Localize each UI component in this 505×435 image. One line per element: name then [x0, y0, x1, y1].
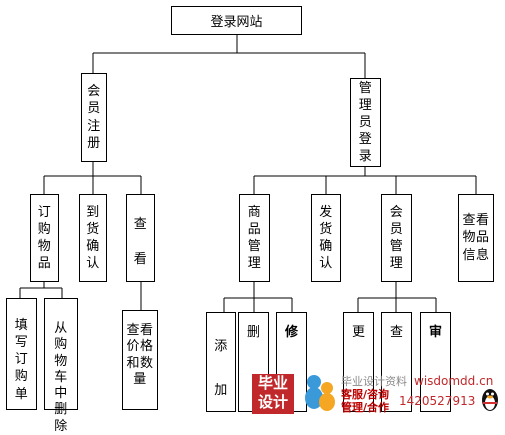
node-view-price-qty-char: 和 — [126, 355, 140, 371]
node-ship-confirm-char: 货 — [319, 221, 333, 237]
node-remove-from-cart-char: 车 — [54, 369, 68, 385]
node-admin-login-char: 理 — [358, 97, 373, 113]
node-delivery-confirm-char: 到 — [86, 204, 100, 220]
node-view-goods-info-char: 品 — [476, 230, 490, 246]
node-remove-from-cart-char: 除 — [54, 418, 68, 434]
node-view-goods-info-char: 信 — [462, 247, 476, 263]
node-add-char: 加 — [214, 383, 228, 399]
node-fill-order-char: 单 — [14, 386, 29, 402]
node-member-manage-char: 管 — [389, 239, 404, 254]
node-remove-from-cart-char: 删 — [54, 402, 68, 418]
node-fill-order: 填 写 订 购 单 — [6, 298, 37, 410]
watermark-text-service: 客服/咨询 — [341, 388, 390, 401]
node-query: 查 — [381, 312, 412, 412]
node-view-price-qty: 查 看 价 格 和 数 量 — [122, 310, 158, 410]
node-admin-login: 管 理 员 登 录 — [350, 78, 381, 167]
node-goods-manage-char: 管 — [247, 239, 262, 254]
node-add-char: 添 — [214, 339, 228, 354]
node-view-goods-info: 查 看 物 品 信 息 — [458, 194, 494, 282]
node-delete-char: 删 — [246, 325, 260, 340]
node-fill-order-char: 订 — [14, 352, 29, 368]
node-member-register-char: 册 — [87, 135, 101, 151]
node-view-char: 查 — [133, 217, 148, 232]
node-ship-confirm-char: 确 — [319, 239, 333, 254]
node-view-char: 看 — [133, 252, 148, 268]
node-root: 登录网站 — [171, 6, 302, 35]
watermark-logo-line: 设计 — [257, 393, 288, 411]
node-order-goods-char: 购 — [37, 221, 52, 237]
node-member-manage: 会 员 管 理 — [381, 194, 412, 282]
watermark-logo-line: 毕业 — [257, 374, 288, 392]
node-admin-login-char: 登 — [358, 132, 373, 148]
node-ship-confirm: 发 货 确 认 — [311, 194, 341, 282]
node-ship-confirm-char: 认 — [319, 256, 333, 272]
node-remove-from-cart-char: 物 — [54, 353, 68, 369]
node-review: 审 — [420, 312, 451, 412]
node-fill-order-char: 购 — [14, 369, 29, 385]
node-view-price-qty-char: 数 — [140, 355, 154, 371]
node-member-manage-char: 员 — [389, 221, 404, 237]
watermark-phone: 1420527913 — [399, 394, 476, 408]
node-remove-from-cart-char: 从 — [54, 321, 68, 336]
node-add: 添 加 — [206, 312, 236, 412]
node-update: 更 — [343, 312, 374, 412]
flowchart: 登录网站 会 员 注 册 管 理 员 登 录 订 购 物 品 到 货 — [6, 6, 498, 434]
node-view-price-qty-char: 量 — [133, 371, 147, 387]
node-view-price-qty-char: 看 — [140, 323, 154, 338]
node-update-char: 更 — [351, 325, 365, 340]
node-goods-manage: 商 品 管 理 — [239, 194, 270, 282]
node-order-goods: 订 购 物 品 — [30, 194, 59, 282]
node-admin-login-char: 员 — [358, 114, 373, 130]
node-root-label: 登录网站 — [172, 7, 301, 34]
node-root-text: 登录网站 — [210, 15, 263, 30]
qq-people-icon — [305, 375, 335, 411]
node-view-goods-info-char: 查 — [462, 213, 476, 229]
node-view: 查 看 — [126, 194, 155, 282]
node-fill-order-char: 填 — [14, 318, 29, 333]
node-ship-confirm-char: 发 — [319, 204, 333, 220]
node-fill-order-char: 写 — [14, 335, 29, 351]
node-member-manage-char: 理 — [389, 256, 404, 272]
node-review-char: 审 — [428, 325, 442, 340]
node-delivery-confirm-char: 货 — [86, 221, 100, 237]
node-member-register-char: 员 — [87, 101, 101, 117]
node-goods-manage-char: 品 — [247, 221, 262, 237]
node-delivery-confirm-char: 确 — [86, 239, 100, 254]
watermark-text-title: 毕业设计资料 — [341, 375, 407, 388]
node-query-char: 查 — [389, 325, 403, 340]
node-member-register-char: 会 — [87, 84, 101, 100]
node-view-goods-info-char: 看 — [476, 213, 490, 229]
node-admin-login-char: 管 — [358, 80, 373, 96]
node-admin-login-char: 录 — [358, 149, 373, 165]
node-remove-from-cart-char: 购 — [54, 337, 68, 353]
node-remove-from-cart-char: 中 — [54, 386, 68, 401]
node-modify-char: 修 — [284, 325, 298, 340]
node-goods-manage-char: 商 — [247, 204, 262, 220]
node-view-price-qty-char: 价 — [126, 339, 140, 355]
node-order-goods-char: 物 — [37, 239, 52, 254]
penguin-icon — [482, 389, 498, 411]
node-goods-manage-char: 理 — [247, 256, 262, 272]
node-order-goods-char: 品 — [37, 256, 52, 272]
node-view-goods-info-char: 物 — [462, 230, 476, 246]
node-order-goods-char: 订 — [37, 204, 52, 220]
node-member-register: 会 员 注 册 — [81, 73, 107, 162]
watermark-logo: 毕业 设计 — [252, 374, 294, 414]
node-view-price-qty-char: 查 — [126, 323, 140, 338]
node-delivery-confirm-char: 认 — [86, 256, 100, 272]
node-view-goods-info-char: 息 — [476, 247, 490, 263]
watermark-text-manage: 管理/合作 — [341, 401, 390, 414]
node-member-manage-char: 会 — [389, 204, 404, 220]
watermark-url: wisdomdd.cn — [414, 374, 494, 388]
node-remove-from-cart: 从 购 物 车 中 删 除 — [44, 298, 78, 434]
node-member-register-char: 注 — [87, 118, 101, 134]
node-delivery-confirm: 到 货 确 认 — [79, 194, 107, 282]
connector-lines — [19, 35, 477, 312]
node-view-price-qty-char: 格 — [140, 339, 154, 355]
